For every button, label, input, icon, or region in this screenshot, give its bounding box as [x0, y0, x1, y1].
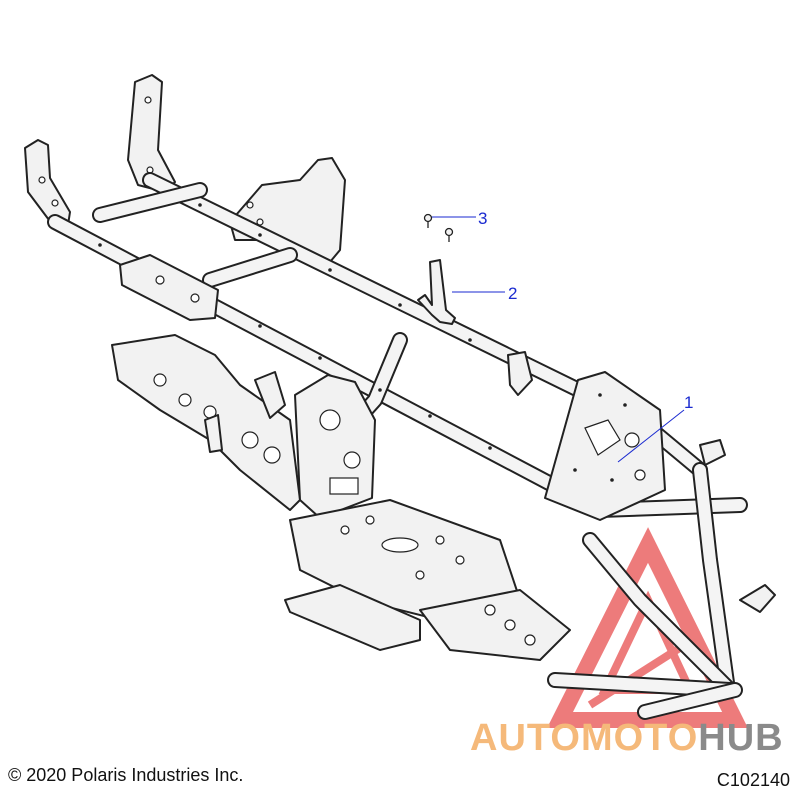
front-mount-plate	[544, 371, 666, 521]
watermark: AUTOMOTOHUB	[470, 717, 784, 759]
mid-gusset-plate	[294, 374, 376, 519]
copyright-text: © 2020 Polaris Industries Inc.	[8, 765, 244, 785]
watermark-text-hub: HUB	[698, 717, 783, 759]
front-skid-plate	[284, 584, 571, 661]
strap-bracket-part	[417, 259, 456, 325]
diagram-code: C102140	[716, 770, 790, 790]
front-suspension-frame	[547, 439, 776, 720]
svg-text:AUTOMOTOHUB: AUTOMOTOHUB	[470, 717, 784, 759]
callout-2: 2	[508, 284, 517, 303]
fastener-bolt-icon	[423, 213, 454, 242]
side-brackets	[204, 351, 533, 453]
callout-1: 1	[684, 393, 693, 412]
rear-left-upright	[24, 139, 71, 229]
rear-cross-bracket	[119, 254, 219, 321]
callout-leaders	[432, 216, 685, 463]
watermark-text-automoto: AUTOMOTO	[470, 717, 698, 759]
callout-3: 3	[478, 209, 487, 228]
